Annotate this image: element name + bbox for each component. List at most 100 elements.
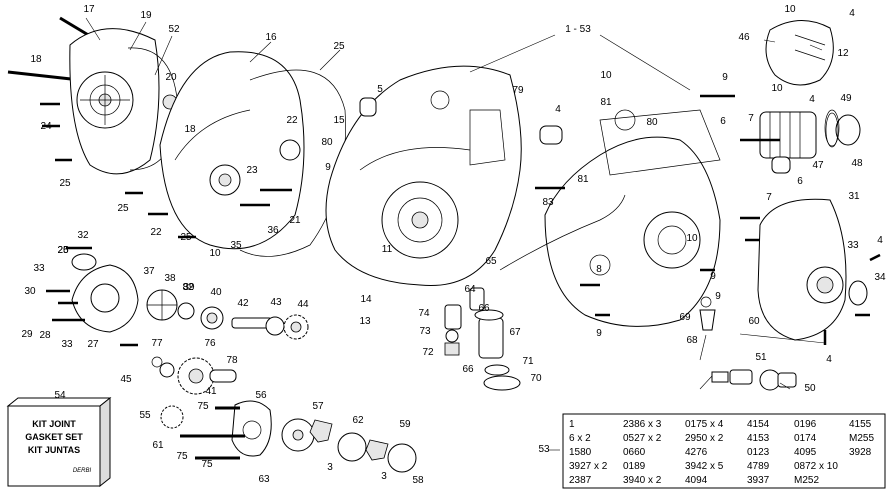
pump-rotor-icon <box>387 443 417 473</box>
callout-number: 30 <box>24 286 36 297</box>
callout-number: 15 <box>333 115 345 126</box>
bolt-icon <box>40 94 780 347</box>
callout-number: 69 <box>679 312 691 323</box>
callout-number: 6 <box>797 176 803 187</box>
callout-number: 48 <box>851 158 863 169</box>
callout-number: 79 <box>512 85 524 96</box>
callout-number: 73 <box>419 326 431 337</box>
callout-number: 31 <box>848 191 860 202</box>
ignition-cover-icon <box>69 28 160 175</box>
callout-number: 75 <box>197 401 209 412</box>
codes-table-cell: 4095 <box>794 447 817 458</box>
codes-table-cell: 2387 <box>569 475 592 486</box>
inner-rotor-icon <box>309 419 333 443</box>
callout-number: 77 <box>151 338 163 349</box>
codes-table-cell: 4155 <box>849 419 872 430</box>
codes-table-cell: 4789 <box>747 461 770 472</box>
engine-parts-artwork <box>7 16 881 473</box>
callout-number: 52 <box>168 24 180 35</box>
washer-icon <box>445 329 459 343</box>
codes-table-cell: M255 <box>849 433 874 444</box>
callout-number: 68 <box>686 335 698 346</box>
oil-pump-icon <box>231 400 272 457</box>
callout-number: 75 <box>176 451 188 462</box>
callout-number: 26 <box>57 245 69 256</box>
callout-number: 61 <box>152 440 164 451</box>
codes-table-cell: 1 <box>569 419 575 430</box>
callout-number: 14 <box>360 294 372 305</box>
kit-label-line-1: KIT JOINT <box>32 419 76 429</box>
codes-table-cell: 4153 <box>747 433 770 444</box>
impeller-icon <box>146 289 178 321</box>
callout-number: 17 <box>83 4 95 15</box>
codes-table-cell: 4094 <box>685 475 708 486</box>
callout-number: 22 <box>150 227 162 238</box>
codes-table-cell: 3940 x 2 <box>623 475 662 486</box>
drain-plug-icon <box>444 342 460 356</box>
callout-number: 4 <box>877 235 883 246</box>
bush-icon <box>359 97 377 117</box>
pump-cover-icon <box>765 19 834 86</box>
callout-number: 81 <box>600 97 612 108</box>
codes-table-cell: 0189 <box>623 461 646 472</box>
callout-number: 6 <box>720 116 726 127</box>
callout-number: 66 <box>462 364 474 375</box>
callout-number: 41 <box>205 386 217 397</box>
callout-number: 5 <box>377 84 383 95</box>
callout-number: 45 <box>120 374 132 385</box>
callout-number: 33 <box>33 263 45 274</box>
callout-number: 76 <box>204 338 216 349</box>
callout-number: 82 <box>182 282 194 293</box>
callout-number: 10 <box>600 70 612 81</box>
callout-number: 50 <box>804 383 816 394</box>
callout-number: 81 <box>577 174 589 185</box>
callout-number: 65 <box>485 256 497 267</box>
callout-number: 13 <box>359 316 371 327</box>
clutch-cover-icon <box>159 51 305 250</box>
gear-icon <box>160 405 184 429</box>
codes-table-cell: 0872 x 10 <box>794 461 838 472</box>
callout-number: 8 <box>596 264 602 275</box>
callout-number: 10 <box>771 83 783 94</box>
callout-number: 64 <box>464 284 476 295</box>
spring-assembly-icon <box>711 369 797 391</box>
callout-number: 18 <box>30 54 42 65</box>
callout-number: 47 <box>812 160 824 171</box>
callout-number: 19 <box>140 10 152 21</box>
bush-icon <box>771 156 791 174</box>
water-pump-icon <box>71 253 139 333</box>
callout-number: 7 <box>748 113 754 124</box>
callout-number: 25 <box>333 41 345 52</box>
callout-number: 36 <box>267 225 279 236</box>
callout-number: 72 <box>422 347 434 358</box>
codes-table-cell: 6 x 2 <box>569 433 591 444</box>
callout-number: 24 <box>40 121 52 132</box>
callout-number: 18 <box>184 124 196 135</box>
pin-icon <box>209 369 237 383</box>
kit-label-line-2: GASKET SET <box>25 432 83 442</box>
callout-number: 11 <box>382 244 393 255</box>
callout-number: 21 <box>289 215 301 226</box>
callout-number: 56 <box>255 390 267 401</box>
callout-number: 66 <box>478 303 490 314</box>
callout-number: 9 <box>715 291 721 302</box>
callout-number: 54 <box>54 390 66 401</box>
seal-icon <box>474 309 504 321</box>
callout-number: 33 <box>847 240 859 251</box>
callout-number: 35 <box>230 240 242 251</box>
codes-table-cell: 0196 <box>794 419 817 430</box>
callout-number: 63 <box>258 474 270 485</box>
callout-number: 58 <box>412 475 424 486</box>
callout-number: 42 <box>237 298 249 309</box>
callout-number: 51 <box>755 352 767 363</box>
callout-number: 25 <box>57 245 69 256</box>
codes-table-cell: 0175 x 4 <box>685 419 724 430</box>
callout-number: 9 <box>596 328 602 339</box>
tube-icon <box>469 287 485 311</box>
codes-table-cell: 0123 <box>747 447 770 458</box>
callout-number: 57 <box>312 401 324 412</box>
callout-number: 10 <box>784 4 796 15</box>
callout-number: 49 <box>840 93 852 104</box>
